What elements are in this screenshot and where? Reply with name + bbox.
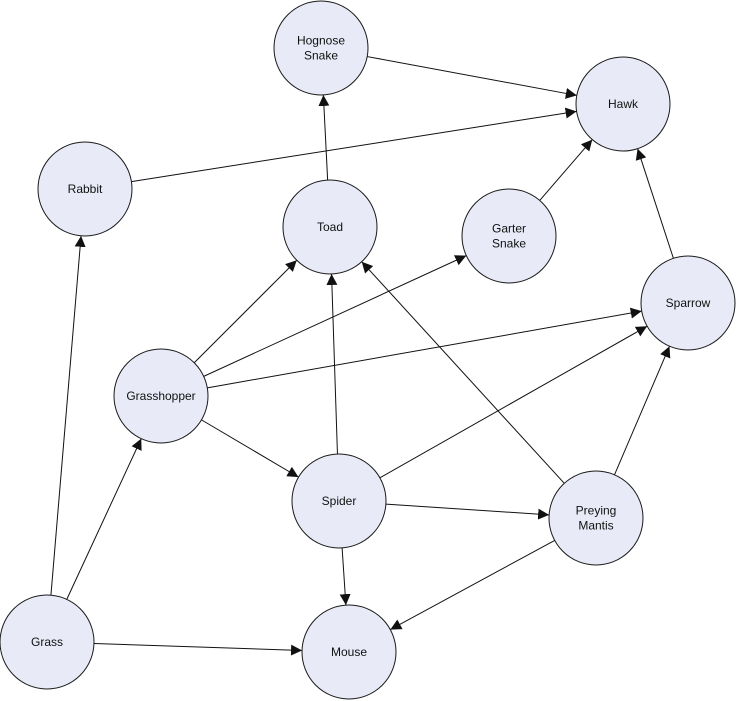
node-toad: Toad [282,179,378,275]
node-label-mantis: Mantis [578,519,613,533]
node-label-mantis: Preying [576,504,617,518]
node-spider: Spider [291,453,387,549]
edge-hognose-to-hawk [367,56,577,99]
edge-toad-to-hognose [318,94,330,181]
node-circle-grass [0,594,95,690]
edge-spider-to-sparrow [379,325,648,479]
edge-rabbit-to-hawk [131,107,577,183]
node-label-spider: Spider [322,494,357,508]
node-label-garter: Snake [492,237,526,251]
node-label-garter: Garter [492,222,526,236]
node-label-toad: Toad [317,220,343,234]
node-label-rabbit: Rabbit [68,182,103,196]
node-circle-garter [461,188,557,284]
node-circle-rabbit [37,141,133,237]
node-circle-mouse [301,604,397,700]
edge-grasshopper-to-spider [201,419,299,478]
node-label-mouse: Mouse [331,645,367,659]
node-grasshopper: Grasshopper [113,348,209,444]
node-circle-spider [291,453,387,549]
edge-grasshopper-to-garter [203,255,467,377]
node-label-grass: Grass [31,635,63,649]
edge-mantis-to-sparrow [614,346,671,475]
node-label-hognose: Snake [304,49,338,63]
edge-mantis-to-mouse [390,539,555,631]
node-circle-toad [282,179,378,275]
node-label-hawk: Hawk [608,97,639,111]
edges-layer [50,56,674,656]
edge-grass-to-grasshopper [66,438,142,600]
node-sparrow: Sparrow [640,255,736,351]
node-mouse: Mouse [301,604,397,700]
node-circle-sparrow [640,255,736,351]
edge-spider-to-mantis [385,503,550,520]
edge-garter-to-hawk [539,139,593,201]
node-rabbit: Rabbit [37,141,133,237]
node-grass: Grass [0,594,95,690]
node-circle-hawk [575,56,671,152]
node-hawk: Hawk [575,56,671,152]
edge-grasshopper-to-toad [193,259,298,364]
edge-grass-to-mouse [93,643,303,656]
edge-sparrow-to-hawk [635,148,674,259]
node-circle-mantis [548,470,644,566]
edge-spider-to-mouse [339,547,351,606]
edge-spider-to-toad [326,273,338,455]
node-label-sparrow: Sparrow [666,296,711,310]
edge-grasshopper-to-sparrow [207,307,642,389]
node-circle-grasshopper [113,348,209,444]
edge-mantis-to-toad [361,261,565,484]
node-label-grasshopper: Grasshopper [126,389,195,403]
node-label-hognose: Hognose [297,34,345,48]
edge-grass-to-rabbit [50,235,86,596]
node-circle-hognose [273,0,369,96]
